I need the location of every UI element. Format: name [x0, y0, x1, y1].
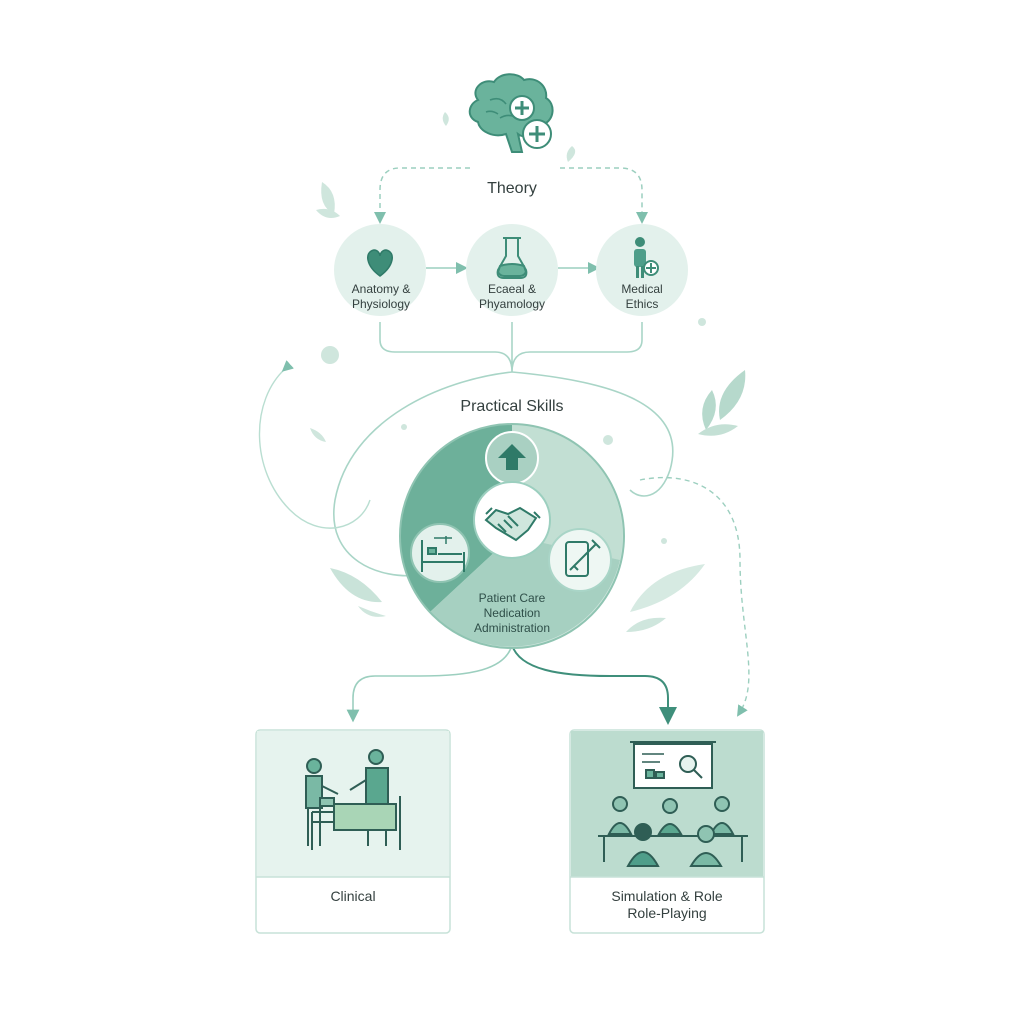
clinical-card-label: Clinical	[330, 888, 376, 904]
flask-icon	[496, 237, 528, 279]
theory-right-connector	[560, 167, 648, 224]
ethics-line1: Medical	[621, 282, 663, 296]
practical-skills-list: Patient Care Nedication Administration	[452, 591, 572, 636]
classroom-simulation-icon	[598, 741, 748, 867]
theory-node-pharmacology-label: Ecaeal & Phyamology	[467, 282, 557, 312]
practical-skills-title: Practical Skills	[460, 398, 564, 415]
flow-curve-right	[511, 371, 674, 497]
practical-line-1: Patient Care	[478, 591, 546, 605]
brain-plus-icon	[468, 73, 554, 153]
decorative-leaves	[310, 112, 746, 632]
pharmacology-line2: Phyamology	[478, 297, 546, 311]
syringe-icon	[565, 539, 601, 577]
merge-connector	[379, 322, 643, 373]
ethics-line2: Ethics	[625, 297, 659, 311]
theory-left-connector	[374, 167, 470, 224]
upload-arrow-icon	[498, 444, 526, 470]
handshake-icon	[484, 506, 541, 542]
to-simulation-arrow	[511, 644, 677, 725]
flow-curve-left	[333, 371, 513, 577]
simulation-line1: Simulation & Role	[611, 888, 723, 904]
to-clinical-arrow	[346, 644, 513, 723]
practical-line-3: Administration	[473, 621, 551, 635]
practical-line-2: Nedication	[483, 606, 541, 620]
anatomy-line2: Physiology	[351, 297, 411, 311]
hospital-bed-icon	[421, 536, 465, 572]
decorative-dots	[321, 318, 706, 544]
theory-node-anatomy-label: Anatomy & Physiology	[336, 282, 426, 312]
flow-curve-outer-left	[258, 360, 371, 529]
simulation-card-label: Simulation & Role Role-Playing	[570, 888, 764, 922]
anatomy-line1: Anatomy &	[351, 282, 411, 296]
doctor-icon	[634, 237, 659, 278]
theory-title: Theory	[487, 180, 537, 197]
simulation-line2: Role-Playing	[627, 905, 707, 921]
heart-icon	[367, 249, 393, 277]
pharmacology-line1: Ecaeal &	[487, 282, 537, 296]
clinical-care-icon	[305, 749, 401, 850]
theory-node-ethics-label: Medical Ethics	[597, 282, 687, 312]
